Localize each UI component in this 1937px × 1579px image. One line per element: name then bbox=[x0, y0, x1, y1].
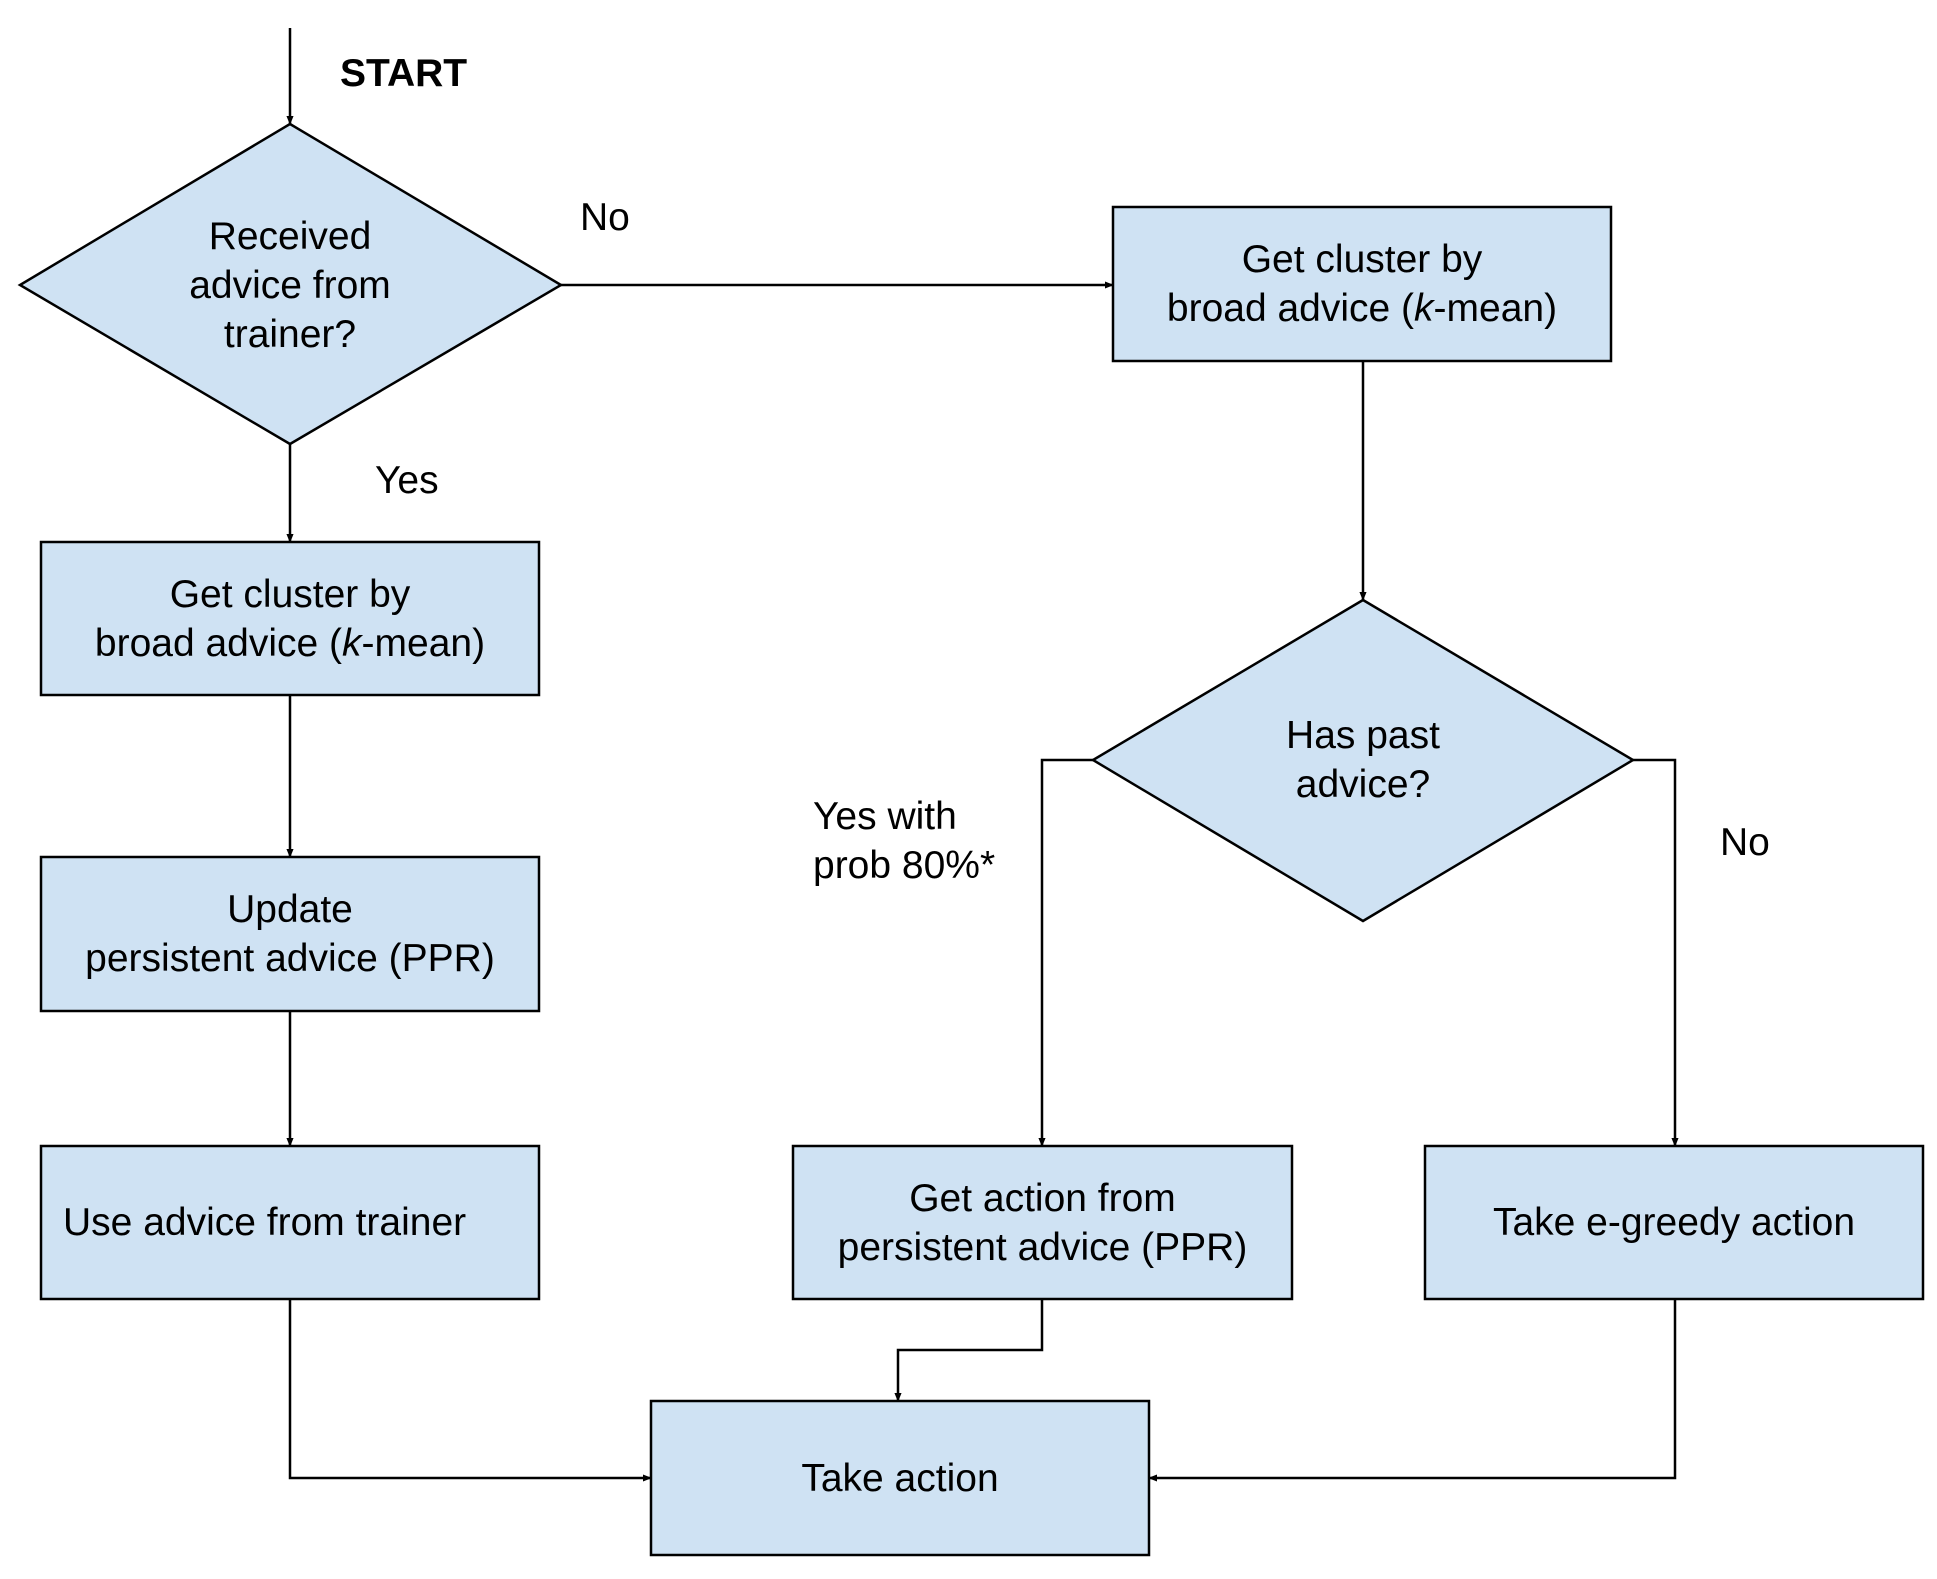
has-past-advice-line-1: Has past bbox=[1286, 714, 1440, 757]
take-action-line-1: Take action bbox=[801, 1456, 999, 1500]
no-label-top: No bbox=[580, 196, 630, 239]
cluster-right-line-1: Get cluster by bbox=[1241, 238, 1483, 281]
yes-label: Yes bbox=[375, 459, 439, 502]
egreedy-box bbox=[1423, 1144, 1925, 1301]
get-action-ppr-line-1: Get action from bbox=[909, 1176, 1176, 1220]
use-trainer-line-1: Use advice from trainer bbox=[63, 1201, 467, 1244]
ppr-to-take-action-arrow bbox=[894, 1299, 1044, 1402]
yes-with-prob-label: Yes with prob 80%* bbox=[813, 792, 995, 890]
egreedy-to-take-action-arrow bbox=[1148, 1299, 1677, 1482]
received-advice-line-1: Received bbox=[208, 214, 372, 258]
egreedy-node: Take e-greedy action bbox=[1425, 1146, 1923, 1299]
past-yes-arrow bbox=[1038, 758, 1093, 1147]
use-to-take-action-arrow bbox=[288, 1299, 652, 1482]
use-trainer-node: Use advice from trainer bbox=[41, 1146, 539, 1299]
get-action-ppr-line-2: persistent advice (PPR) bbox=[837, 1225, 1248, 1269]
cluster-right-node: Get cluster by broad advice (k-mean) bbox=[1113, 207, 1611, 361]
yes-with-prob-line-1: Yes with bbox=[813, 795, 957, 838]
take-action-node: Take action bbox=[651, 1401, 1149, 1555]
cluster-right-line-2: broad advice (k-mean) bbox=[1166, 287, 1558, 330]
update-persistent-line-2: persistent advice (PPR) bbox=[85, 937, 495, 980]
get-action-ppr-node: Get action from persistent advice (PPR) bbox=[793, 1146, 1292, 1299]
has-past-advice-line-2: advice? bbox=[1295, 763, 1431, 806]
start-label: START bbox=[340, 52, 468, 95]
yes-with-prob-line-2: prob 80%* bbox=[813, 844, 996, 887]
egreedy-line-1: Take e-greedy action bbox=[1492, 1201, 1856, 1244]
update-persistent-node: Update persistent advice (PPR) bbox=[41, 857, 539, 1011]
received-advice-node: Received advice from trainer? bbox=[140, 200, 440, 370]
past-no-arrow bbox=[1633, 758, 1679, 1147]
get-action-ppr-box bbox=[791, 1144, 1294, 1301]
has-past-advice-node: Has past advice? bbox=[1213, 710, 1513, 810]
cluster-left-node: Get cluster by broad advice (k-mean) bbox=[41, 542, 539, 695]
cluster-left-box bbox=[39, 540, 541, 697]
update-persistent-line-1: Update bbox=[227, 888, 353, 931]
received-advice-line-3: trainer? bbox=[223, 312, 357, 356]
has-past-advice-diamond bbox=[1090, 598, 1636, 923]
received-advice-line-2: advice from bbox=[189, 263, 391, 307]
no-label-right: No bbox=[1720, 821, 1770, 864]
use-trainer-box bbox=[39, 1144, 541, 1301]
cluster-left-line-2: broad advice (k-mean) bbox=[94, 621, 486, 665]
cluster-left-line-1: Get cluster by bbox=[169, 572, 411, 616]
